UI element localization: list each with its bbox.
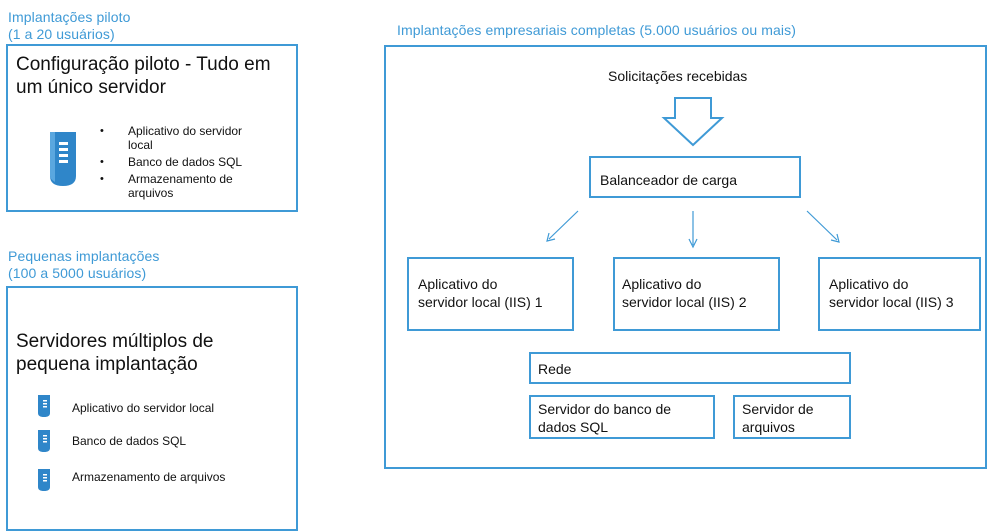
pilot-bullet-line: Banco de dados SQL: [128, 155, 243, 169]
app-server-box-3: Aplicativo do servidor local (IIS) 3: [818, 257, 981, 331]
app-server-label: Aplicativo do servidor local (IIS) 1: [418, 275, 542, 311]
app-server-label-line1: Aplicativo do: [418, 276, 498, 292]
pilot-heading-line2: (1 a 20 usuários): [8, 26, 115, 42]
small-title-line2: pequena implantação: [16, 354, 198, 375]
pilot-box: Configuração piloto - Tudo em um único s…: [6, 44, 298, 212]
server-icon: [46, 130, 80, 188]
small-heading-line1: Pequenas implantações: [8, 248, 160, 264]
pilot-bullet-item: Armazenamento de arquivos: [100, 172, 285, 200]
app-server-label-line2: servidor local (IIS) 3: [829, 294, 954, 310]
small-heading-line2: (100 a 5000 usuários): [8, 265, 147, 281]
app-server-label-line2: servidor local (IIS) 1: [418, 294, 543, 310]
enterprise-heading: Implantações empresariais completas (5.0…: [397, 22, 796, 38]
pilot-bullet-item: Banco de dados SQL: [100, 155, 285, 169]
arrow-to-server-2: [688, 211, 698, 249]
server-icon: [37, 394, 51, 418]
small-heading: Pequenas implantações (100 a 5000 usuári…: [8, 248, 160, 282]
app-server-label-line1: Aplicativo do: [829, 276, 909, 292]
app-server-label-line2: servidor local (IIS) 2: [622, 294, 747, 310]
pilot-bullet-line: Aplicativo do servidor: [128, 124, 243, 138]
small-item-label: Aplicativo do servidor local: [72, 401, 215, 415]
app-server-box-1: Aplicativo do servidor local (IIS) 1: [407, 257, 574, 331]
app-server-label: Aplicativo do servidor local (IIS) 2: [622, 275, 746, 311]
db-server-box: Servidor do banco de dados SQL: [529, 395, 715, 439]
db-server-label: Servidor do banco de dados SQL: [538, 400, 671, 436]
arrow-to-server-1: [546, 210, 579, 242]
pilot-title-line1: Configuração piloto - Tudo em: [16, 54, 271, 75]
app-server-label-line1: Aplicativo do: [622, 276, 702, 292]
network-label: Rede: [538, 361, 572, 377]
load-balancer-box: Balanceador de carga: [589, 156, 801, 198]
file-server-label: Servidor de arquivos: [742, 400, 814, 436]
small-item-label: Armazenamento de arquivos: [72, 470, 226, 484]
small-title-line1: Servidores múltiplos de: [16, 331, 214, 352]
pilot-heading-line1: Implantações piloto: [8, 9, 131, 25]
network-box: Rede: [529, 352, 851, 384]
db-server-label-line1: Servidor do banco de: [538, 401, 672, 417]
pilot-heading: Implantações piloto (1 a 20 usuários): [8, 9, 131, 43]
pilot-bullet-item: Aplicativo do servidor local: [100, 124, 285, 152]
pilot-bullet-list: Aplicativo do servidor local Banco de da…: [100, 124, 285, 203]
pilot-title-line2: um único servidor: [16, 77, 166, 98]
arrow-to-server-3: [806, 210, 840, 243]
small-item-label: Banco de dados SQL: [72, 434, 187, 448]
file-server-label-line1: Servidor de: [742, 401, 814, 417]
server-icon: [37, 468, 51, 492]
pilot-bullet-line: Armazenamento de: [128, 172, 233, 186]
pilot-title: Configuração piloto - Tudo em um único s…: [16, 53, 271, 99]
small-title: Servidores múltiplos de pequena implanta…: [16, 330, 213, 376]
pilot-bullet-line: local: [128, 138, 153, 152]
file-server-box: Servidor de arquivos: [733, 395, 851, 439]
app-server-label: Aplicativo do servidor local (IIS) 3: [829, 275, 953, 311]
pilot-bullet-line: arquivos: [128, 186, 174, 200]
server-icon: [37, 429, 51, 453]
app-server-box-2: Aplicativo do servidor local (IIS) 2: [613, 257, 780, 331]
load-balancer-label: Balanceador de carga: [600, 172, 737, 188]
db-server-label-line2: dados SQL: [538, 419, 609, 435]
small-box: Servidores múltiplos de pequena implanta…: [6, 286, 298, 531]
file-server-label-line2: arquivos: [742, 419, 795, 435]
hollow-arrow-down-icon: [661, 97, 725, 147]
requests-label: Solicitações recebidas: [608, 68, 748, 84]
